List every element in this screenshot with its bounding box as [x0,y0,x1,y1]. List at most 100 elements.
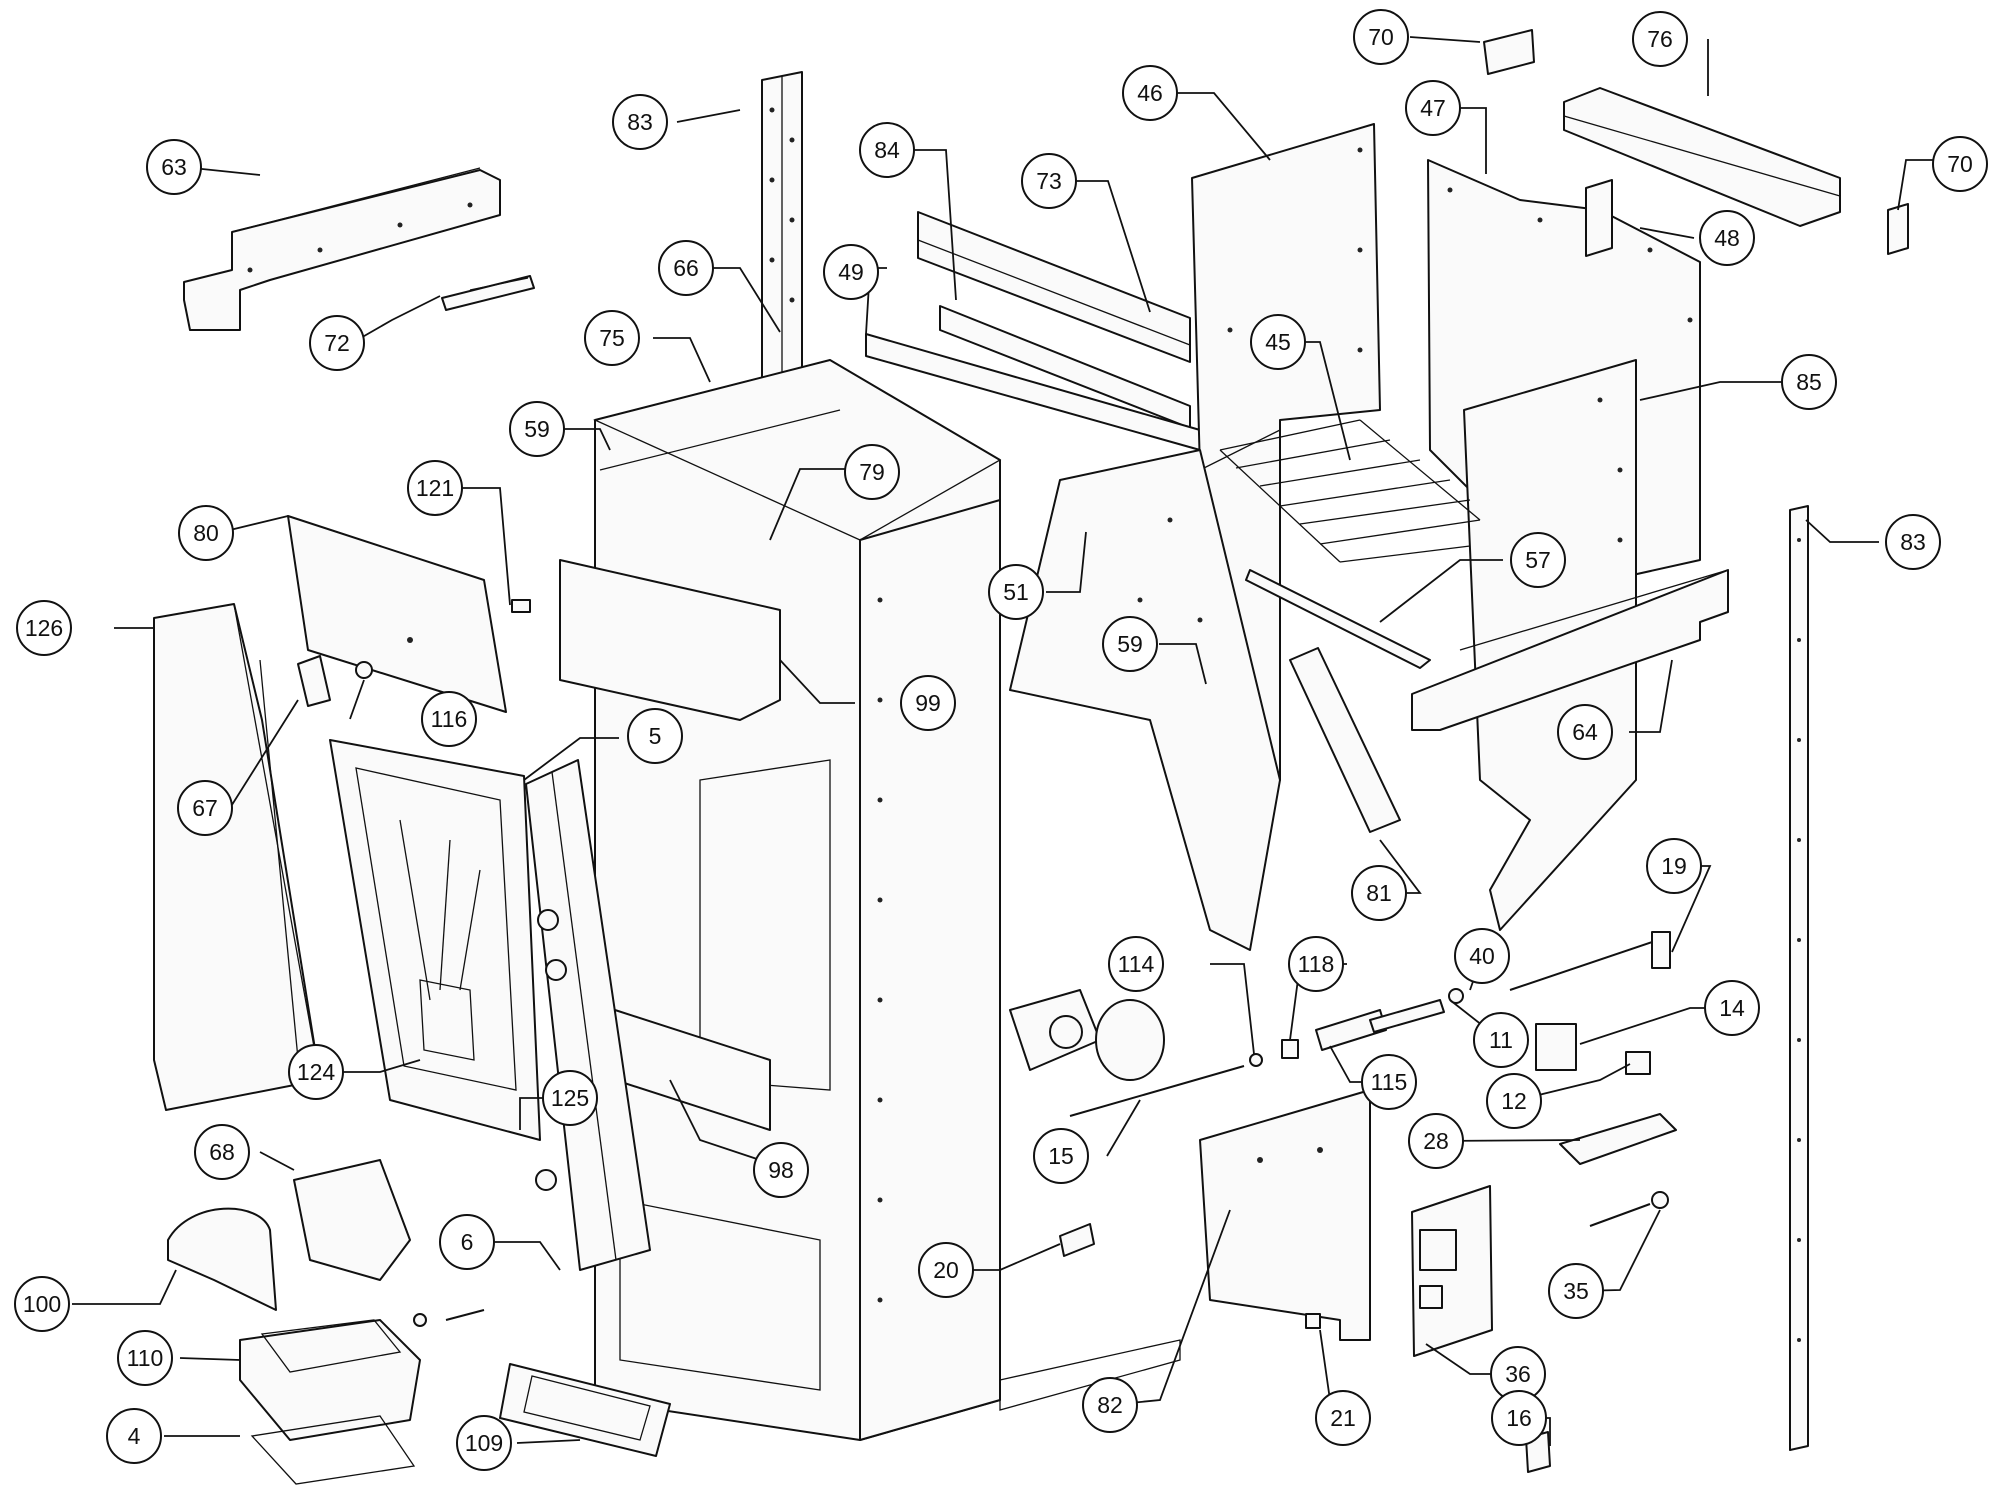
callout-68: 68 [194,1124,250,1180]
part-81-flap [1289,647,1401,833]
callout-15: 15 [1033,1128,1089,1184]
callout-70-right: 70 [1932,136,1988,192]
svg-text:79: 79 [859,459,885,485]
part-126-side-panel [153,603,321,1111]
callout-83: 83 [612,94,668,150]
callout-4: 4 [106,1408,162,1464]
svg-text:14: 14 [1719,995,1745,1021]
callout-28: 28 [1408,1113,1464,1169]
callout-66: 66 [658,240,714,296]
svg-text:63: 63 [161,154,187,180]
callout-labels: 63 72 83 84 73 66 49 75 46 70 76 47 70 4… [14,9,1988,1471]
callout-46: 46 [1122,65,1178,121]
callout-100: 100 [14,1276,70,1332]
callout-67: 67 [177,780,233,836]
svg-text:84: 84 [874,137,900,163]
part-99-baffle [559,559,781,721]
callout-121: 121 [407,460,463,516]
callout-110: 110 [117,1330,173,1386]
part-80-plate [287,515,507,713]
callout-84: 84 [859,122,915,178]
callout-51: 51 [988,564,1044,620]
callout-70-top: 70 [1353,9,1409,65]
callout-73: 73 [1021,153,1077,209]
svg-text:20: 20 [933,1257,959,1283]
callout-63: 63 [146,139,202,195]
parts-drawing [153,29,1909,1485]
svg-text:21: 21 [1330,1405,1356,1431]
svg-text:28: 28 [1423,1128,1449,1154]
svg-text:118: 118 [1298,951,1335,977]
svg-text:4: 4 [128,1423,141,1449]
svg-text:16: 16 [1506,1405,1532,1431]
part-75-main-body [593,359,1181,1441]
svg-text:116: 116 [431,706,468,732]
part-57-strip [1245,569,1431,669]
svg-text:70: 70 [1947,151,1973,177]
part-110-pot [239,1319,421,1441]
part-4-gasket [250,1415,416,1485]
part-28-connector [1559,1113,1677,1165]
svg-text:59: 59 [1117,631,1143,657]
part-114-nut [1249,1053,1263,1067]
callout-19: 19 [1646,838,1702,894]
part-68-grill [293,1159,411,1281]
callout-40: 40 [1454,928,1510,984]
part-35-sensor [1589,1191,1669,1227]
callout-75: 75 [584,310,640,366]
part-76-channel [1563,87,1841,227]
callout-20: 20 [918,1242,974,1298]
svg-text:6: 6 [461,1229,474,1255]
svg-text:5: 5 [649,723,662,749]
part-51-plate [1009,449,1281,951]
callout-59-mid: 59 [1102,616,1158,672]
part-115-spring [1315,1009,1387,1051]
svg-text:68: 68 [209,1139,235,1165]
part-72-clip [441,275,535,311]
svg-text:83: 83 [627,109,653,135]
part-14-box [1535,1023,1577,1071]
svg-text:57: 57 [1525,547,1551,573]
svg-text:67: 67 [192,795,218,821]
svg-text:126: 126 [25,615,63,641]
svg-text:73: 73 [1036,168,1062,194]
svg-text:85: 85 [1796,369,1822,395]
callout-83-right: 83 [1885,514,1941,570]
svg-text:100: 100 [23,1291,61,1317]
part-11-tube [1369,999,1445,1033]
svg-text:15: 15 [1048,1143,1074,1169]
svg-text:47: 47 [1420,95,1446,121]
callout-72: 72 [309,315,365,371]
svg-text:36: 36 [1505,1361,1531,1387]
svg-text:45: 45 [1265,329,1291,355]
svg-text:72: 72 [324,330,350,356]
svg-text:49: 49 [838,259,864,285]
part-82-bracket [1199,1089,1371,1341]
svg-text:40: 40 [1469,943,1495,969]
part-63-bracket [183,167,501,331]
part-73-strip [917,211,1191,363]
callout-48: 48 [1699,210,1755,266]
svg-text:76: 76 [1647,26,1673,52]
svg-text:19: 19 [1661,853,1687,879]
svg-text:75: 75 [599,325,625,351]
callout-16: 16 [1491,1390,1547,1446]
callout-6: 6 [439,1214,495,1270]
part-36-board [1411,1185,1493,1357]
callout-109: 109 [456,1415,512,1471]
callout-36: 36 [1490,1346,1546,1402]
svg-text:70: 70 [1368,24,1394,50]
callout-35: 35 [1548,1263,1604,1319]
part-21-standoff [1305,1313,1321,1329]
callout-57: 57 [1510,532,1566,588]
svg-text:114: 114 [1118,951,1155,977]
callout-82: 82 [1082,1377,1138,1433]
part-121-pin [511,599,531,613]
part-64-cross-panel [1411,569,1729,731]
part-83-rail-right [1789,505,1809,1451]
svg-text:59: 59 [524,416,550,442]
part-67-hinge [297,655,331,707]
callout-59-top: 59 [509,401,565,457]
part-109-plate [499,1363,671,1457]
part-124-door [329,739,541,1141]
